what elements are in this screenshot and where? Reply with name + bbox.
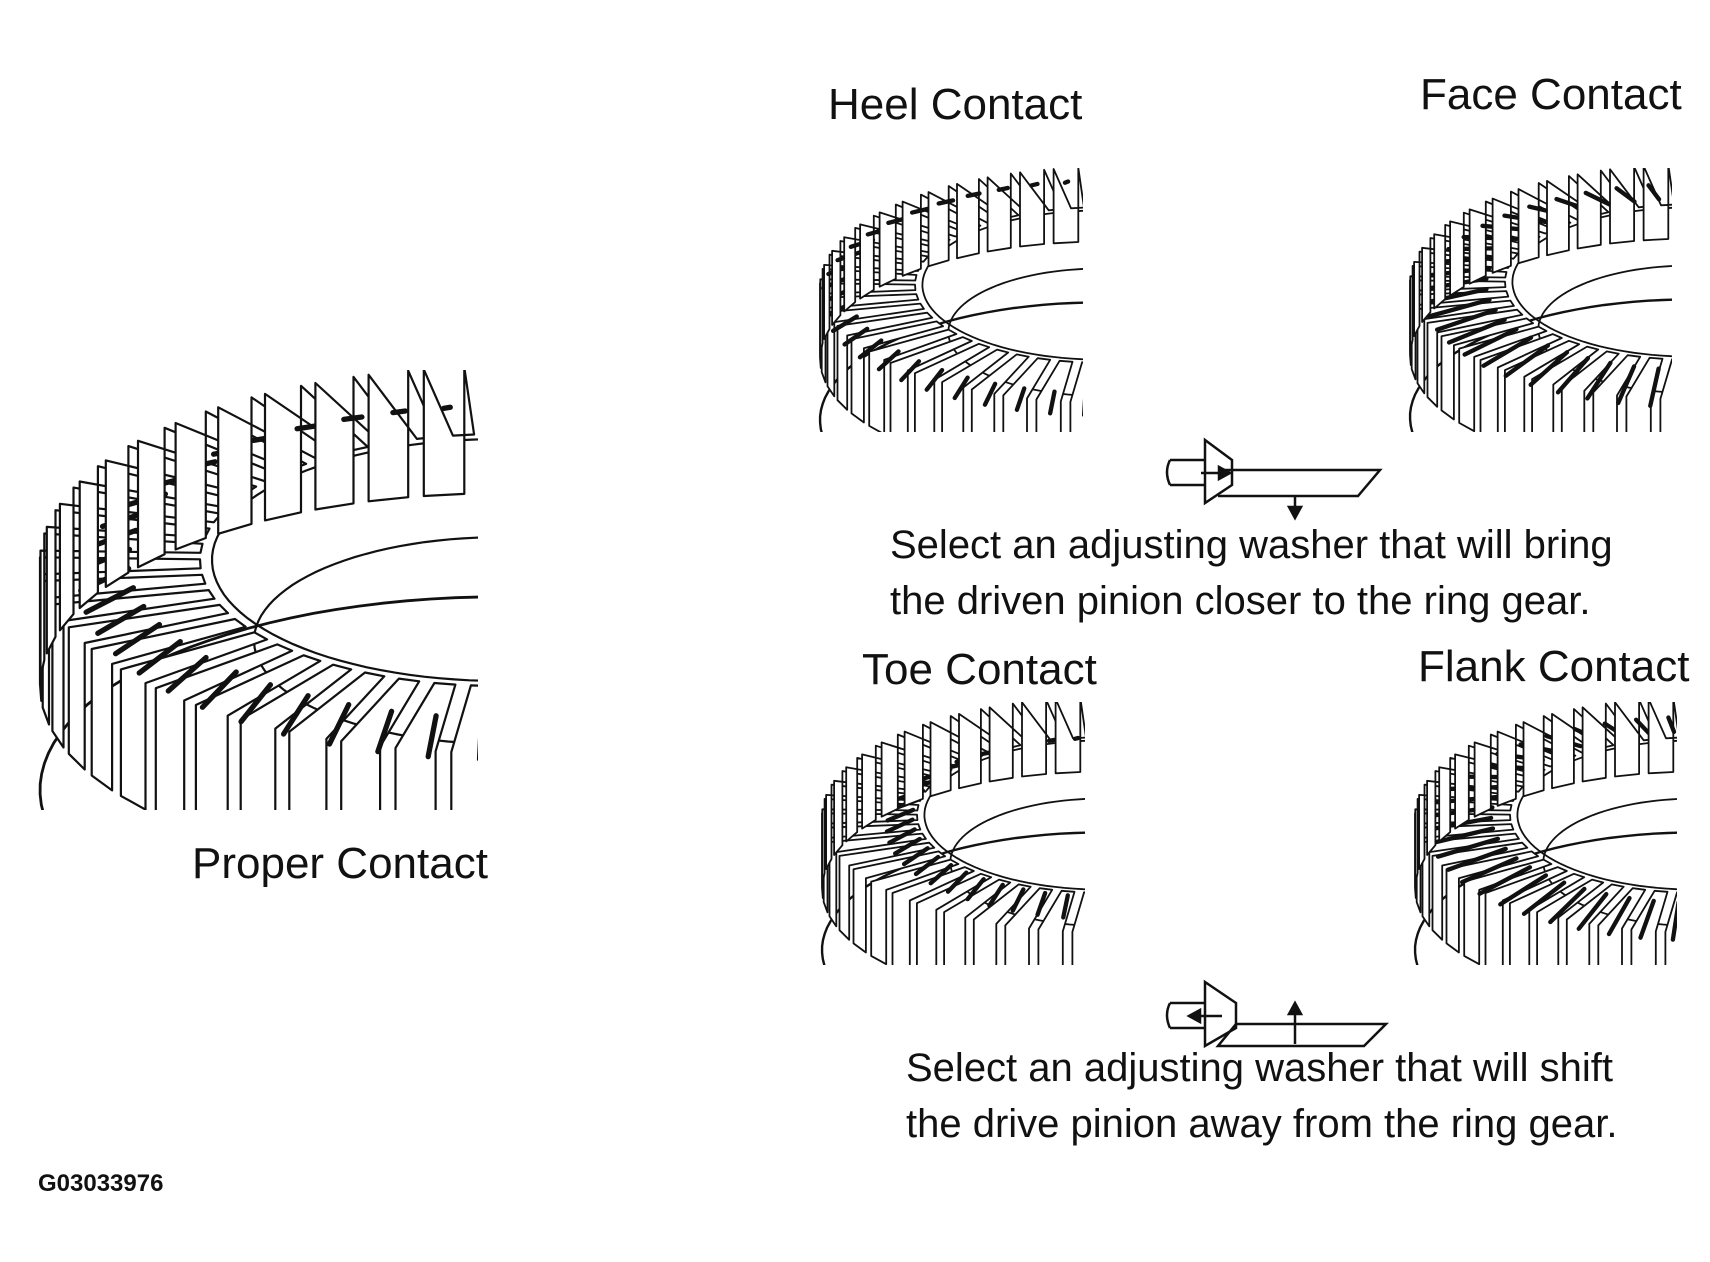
ring-gear-heel-contact <box>818 168 1083 432</box>
pinion-away-icon <box>1165 979 1390 1049</box>
ring-gear-flank-contact <box>1413 702 1677 965</box>
ring-gear-toe-contact <box>820 702 1085 965</box>
instruction-top-line2: the driven pinion closer to the ring gea… <box>890 579 1591 623</box>
instruction-top-line1: Select an adjusting washer that will bri… <box>890 523 1613 567</box>
instruction-bottom-line2: the drive pinion away from the ring gear… <box>906 1102 1618 1146</box>
label-flank-contact: Flank Contact <box>1418 642 1690 691</box>
label-proper-contact: Proper Contact <box>192 839 488 888</box>
instruction-top: Select an adjusting washer that will bri… <box>890 517 1613 629</box>
pinion-closer-icon <box>1165 437 1383 521</box>
ring-gear-proper-contact <box>38 370 478 810</box>
label-toe-contact: Toe Contact <box>862 645 1097 694</box>
ring-gear-face-contact <box>1408 168 1672 432</box>
label-heel-contact: Heel Contact <box>828 80 1083 129</box>
instruction-bottom: Select an adjusting washer that will shi… <box>906 1040 1618 1152</box>
instruction-bottom-line1: Select an adjusting washer that will shi… <box>906 1046 1614 1090</box>
label-face-contact: Face Contact <box>1420 70 1682 119</box>
figure-code: G03033976 <box>38 1170 164 1197</box>
